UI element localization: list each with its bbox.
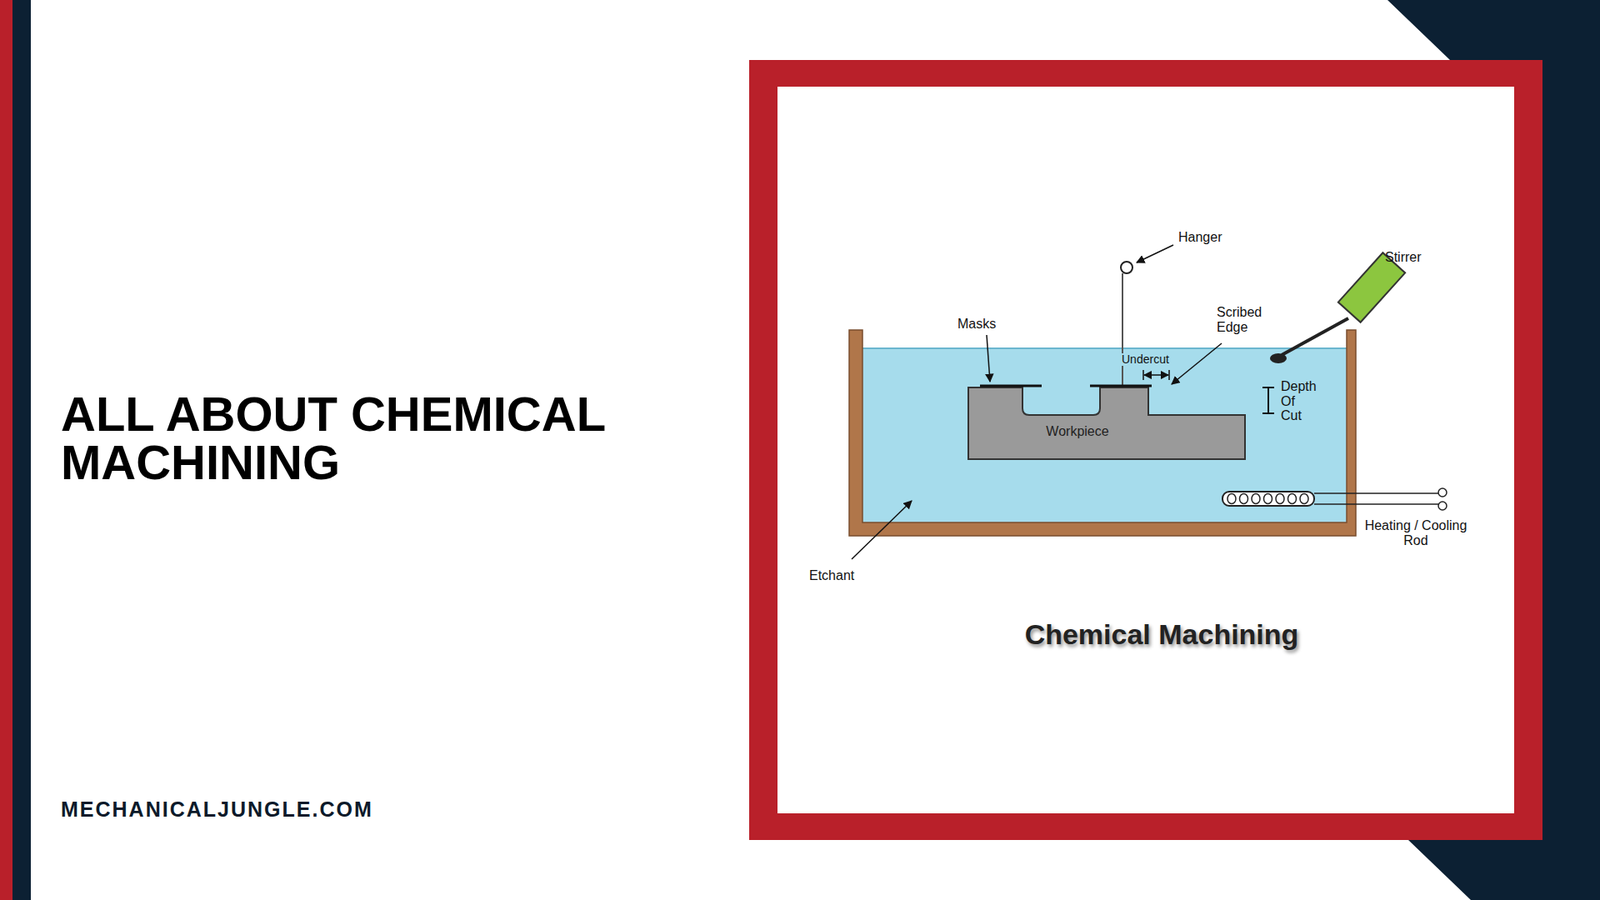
etchant-liquid — [862, 348, 1347, 523]
dimension-label: Depth Of Cut — [1280, 379, 1319, 424]
leader-line — [1171, 343, 1222, 385]
leader-line — [986, 335, 990, 382]
dimension-tick — [1168, 370, 1170, 380]
heating-rod — [1222, 488, 1447, 510]
accent-bar — [0, 0, 13, 900]
liquid-surface — [862, 347, 1347, 350]
picture-frame — [749, 60, 1543, 840]
part-label: Stirrer — [1385, 250, 1422, 265]
hanger-rod — [1121, 273, 1124, 386]
part-label: Etchant — [809, 568, 855, 584]
part-label: Masks — [957, 316, 996, 332]
tank — [849, 330, 1356, 536]
mask — [1090, 385, 1152, 388]
node-label: Workpiece — [968, 424, 1187, 440]
dimension-tick — [1142, 370, 1145, 380]
part-label: Heating / Cooling Rod — [1353, 518, 1479, 548]
mask — [980, 385, 1042, 388]
part-label: Scribed Edge — [1216, 305, 1269, 335]
website-url: MECHANICALJUNGLE.COM — [60, 798, 374, 822]
diagram-caption: Chemical Machining — [995, 618, 1329, 651]
leader-line — [851, 500, 912, 560]
hanger-hook — [1120, 261, 1133, 274]
accent-bar — [12, 0, 31, 900]
dimension-line — [1144, 374, 1169, 376]
depth-symbol — [1262, 387, 1275, 414]
workpiece: Workpiece — [968, 387, 1245, 460]
leader-line — [1136, 245, 1174, 263]
part-label: Hanger — [1178, 230, 1222, 245]
workpiece-shape — [968, 387, 1245, 460]
stirrer-blade — [1270, 353, 1287, 364]
dimension-label: Undercut — [1120, 353, 1170, 366]
page-title: ALL ABOUT CHEMICAL MACHINING — [60, 390, 711, 487]
picture-ground — [777, 86, 1515, 814]
stirrer-shaft — [1281, 318, 1349, 355]
